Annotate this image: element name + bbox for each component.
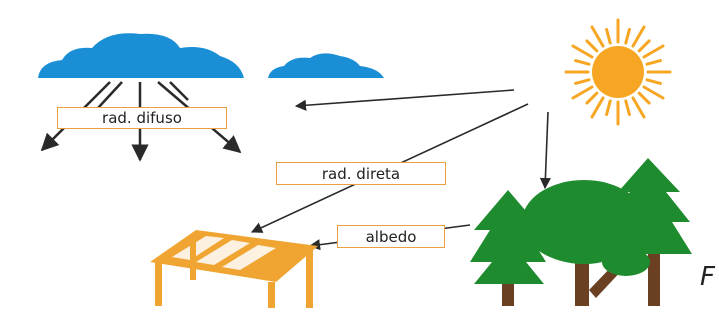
sun-ray <box>637 91 651 105</box>
corner-letter: F <box>700 262 715 292</box>
sun-ray <box>645 59 662 66</box>
sun-ray <box>571 44 594 59</box>
sun-ray <box>571 85 594 100</box>
sun-ray <box>585 91 599 105</box>
sun-ray <box>631 96 646 119</box>
table-icon <box>150 230 318 308</box>
sun-ray <box>605 28 612 45</box>
label-direct-radiation: rad. direta <box>276 162 446 185</box>
sun-ray <box>605 99 612 116</box>
small-cloud-icon <box>268 53 384 78</box>
forest-icon <box>470 158 692 306</box>
sun-ray <box>642 44 665 59</box>
sun-ray <box>645 78 662 85</box>
label-albedo: albedo <box>337 225 445 248</box>
cloud-icon <box>38 33 244 78</box>
sun-ray <box>631 25 646 48</box>
sun-ray <box>590 96 605 119</box>
sun-ray <box>637 39 651 53</box>
sun-icon <box>564 18 672 126</box>
sun-ray <box>585 39 599 53</box>
sun-ray <box>590 25 605 48</box>
sun-ray <box>574 59 591 66</box>
sun-ray <box>624 28 631 45</box>
sun-ray <box>574 78 591 85</box>
sun-ray <box>642 85 665 100</box>
sun-ray <box>624 99 631 116</box>
label-diffuse-radiation: rad. difuso <box>57 107 227 129</box>
